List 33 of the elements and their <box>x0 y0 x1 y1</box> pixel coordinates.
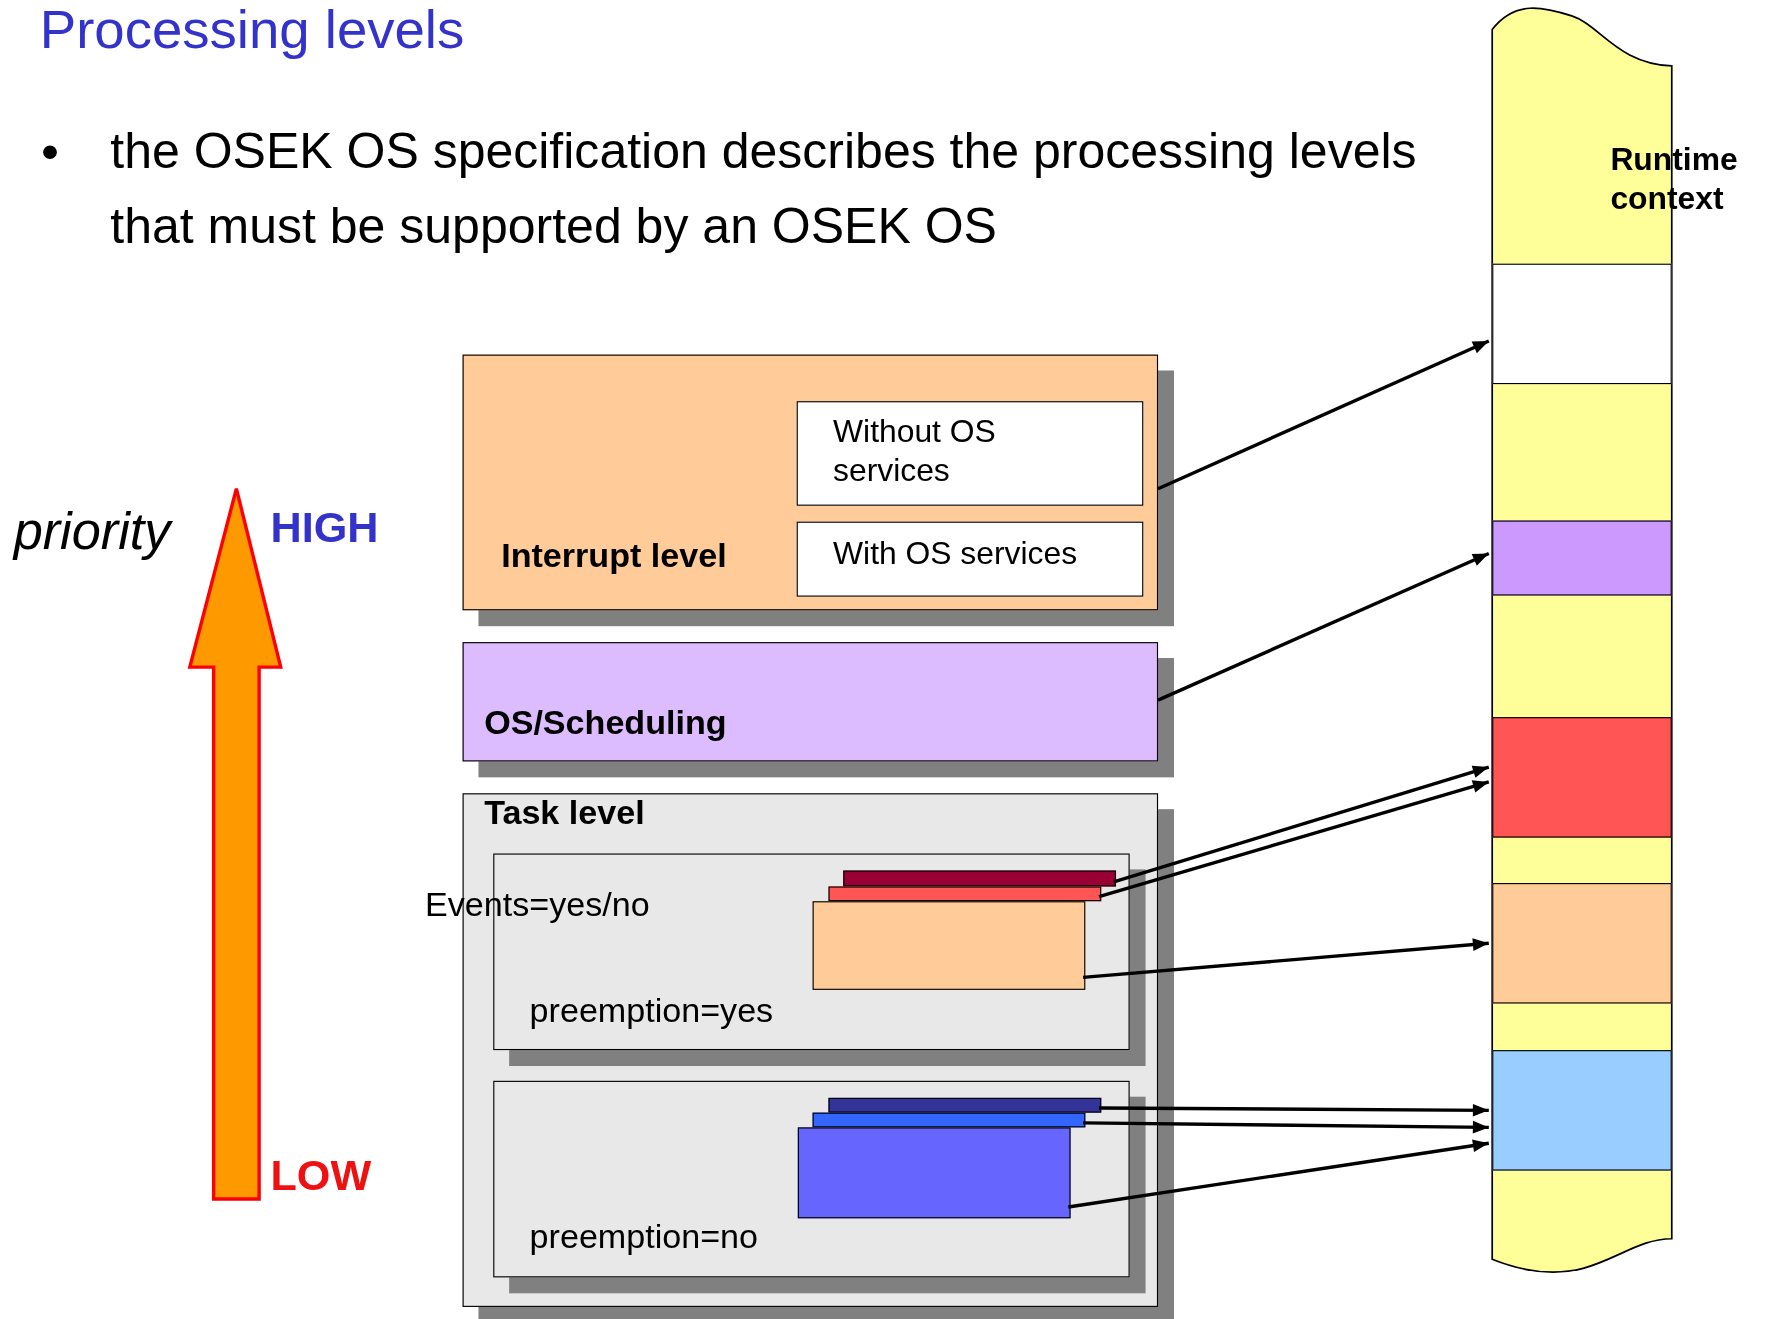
arrow <box>1157 551 1490 702</box>
task-box <box>843 870 1116 887</box>
context-band <box>1492 1050 1672 1171</box>
box-label: Without OS services <box>833 412 997 489</box>
task-box <box>797 1127 1071 1219</box>
slide-title: Processing levels <box>39 0 465 61</box>
box-label: preemption=no <box>529 1216 758 1257</box>
level-label: Interrupt level <box>501 535 727 576</box>
task-box <box>812 901 1086 990</box>
arrow <box>1083 1120 1489 1134</box>
arrow <box>1082 938 1489 980</box>
arrow <box>1157 339 1490 491</box>
box-label: With OS services <box>833 534 1078 573</box>
priority-high-label: HIGH <box>270 502 379 554</box>
sublevel-box <box>796 521 1144 597</box>
level-label: OS/Scheduling <box>484 702 727 743</box>
context-band <box>1492 520 1672 596</box>
box-label: preemption=yes <box>529 990 774 1031</box>
level-label: Task level <box>484 792 645 833</box>
context-band <box>1492 717 1672 838</box>
bullet-text: the OSEK OS specification describes the processing levels that must be supported by an OSEK OS <box>110 121 1418 256</box>
task-box <box>812 1112 1086 1128</box>
task-box <box>828 1097 1102 1113</box>
axis-label: priority <box>13 500 171 563</box>
sublevel-box <box>796 401 1144 506</box>
priority-low-label: LOW <box>270 1150 372 1201</box>
task-box <box>828 886 1102 902</box>
arrow <box>1098 1103 1489 1117</box>
arrow <box>1098 780 1490 899</box>
arrow <box>1068 1139 1490 1209</box>
context-band <box>1492 263 1672 385</box>
arrow <box>1113 765 1490 884</box>
context-band <box>1492 883 1672 1004</box>
